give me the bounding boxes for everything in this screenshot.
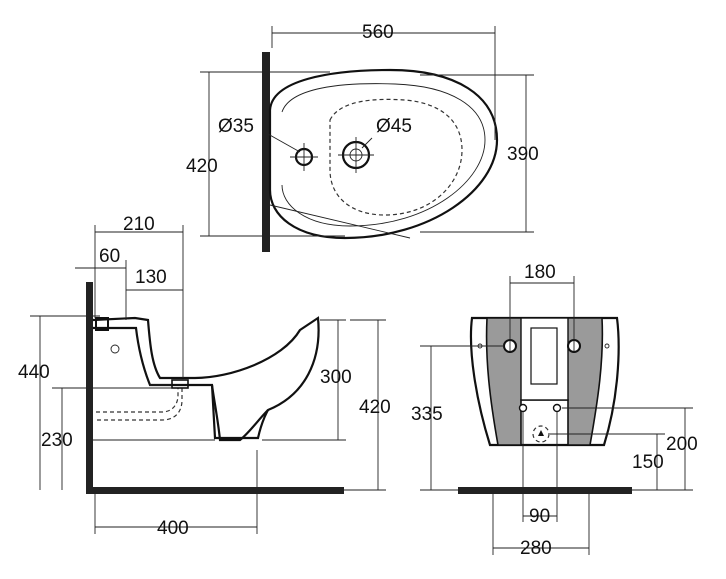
side-offset-small-label: 60 — [99, 246, 120, 267]
rear-bolt-spacing-label: 180 — [524, 262, 556, 283]
top-view-basin-dashed — [329, 98, 463, 216]
rear-base-width-label: 280 — [520, 538, 552, 559]
rear-drain-dashed — [532, 425, 550, 443]
rear-fixing-height-label: 335 — [411, 404, 443, 425]
side-view-bracket — [95, 317, 109, 331]
side-bowl-height-label: 300 — [320, 367, 352, 388]
rear-left-supply-hole — [518, 403, 528, 413]
rear-right-supply-hole — [552, 403, 562, 413]
top-view: 560 420 390 Ø35 Ø45 — [186, 22, 539, 252]
rear-view: 180 335 200 150 90 280 — [411, 262, 698, 559]
top-width-label: 560 — [362, 22, 394, 43]
side-projection-label: 210 — [123, 214, 155, 235]
top-depth-total-label: 420 — [186, 156, 218, 177]
side-height-total-label: 440 — [18, 362, 50, 383]
rear-supply-height-label: 200 — [666, 434, 698, 455]
rear-view-floor — [458, 487, 632, 494]
top-view-inner-rim — [281, 83, 486, 227]
side-offset-mid-label: 130 — [135, 267, 167, 288]
side-view-pedestal — [210, 384, 269, 440]
rear-view-outline — [469, 316, 620, 447]
top-drain-hole-label: Ø45 — [376, 116, 412, 137]
top-tap-hole-label: Ø35 — [218, 116, 254, 137]
rear-supply-spacing-label: 90 — [529, 506, 550, 527]
top-view-bowl-outline — [268, 68, 499, 240]
top-depth-body-label: 390 — [507, 144, 539, 165]
rear-drain-height-label: 150 — [632, 452, 664, 473]
side-bracket-distance-label: 400 — [157, 518, 189, 539]
side-view: 210 60 130 440 230 300 420 400 — [18, 214, 391, 539]
side-view-bowl-outline — [92, 316, 320, 442]
top-view-wall — [262, 52, 270, 252]
side-rim-height-label: 420 — [359, 397, 391, 418]
side-fixing-height-label: 230 — [41, 430, 73, 451]
rear-small-right-hole — [604, 343, 610, 349]
side-view-floor — [86, 487, 344, 494]
side-view-trap-dashed — [96, 388, 183, 421]
rear-drain-marker-icon — [538, 430, 544, 436]
